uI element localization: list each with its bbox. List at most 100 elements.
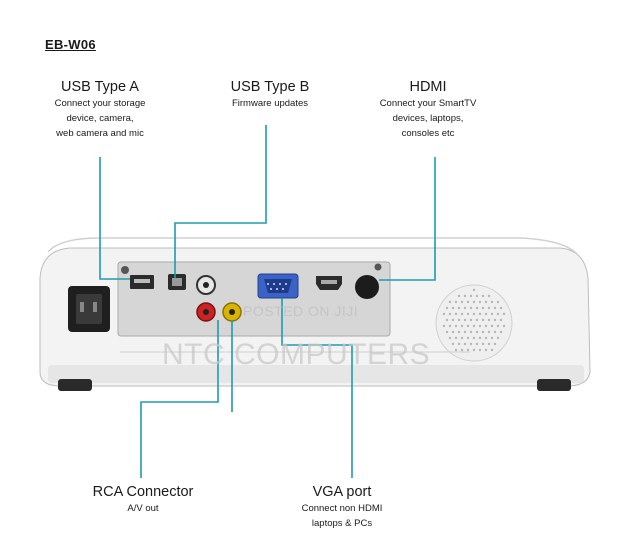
grille-hole <box>502 324 506 328</box>
grille-hole <box>469 306 473 310</box>
grille-hole <box>445 318 449 322</box>
callout-desc-line: Connect non HDMI <box>301 503 383 514</box>
leader-rca-a <box>140 320 219 478</box>
grille-hole <box>463 318 467 322</box>
grille-hole <box>499 306 503 310</box>
grille-hole <box>493 342 497 346</box>
grille-hole <box>442 312 446 316</box>
callout-desc-line: laptops & PCs <box>311 518 373 529</box>
grille-hole <box>484 348 488 352</box>
grille-hole <box>475 342 479 346</box>
grille-hole <box>457 318 461 322</box>
grille-hole <box>445 330 449 334</box>
grille-hole <box>475 330 479 334</box>
grille-hole <box>490 336 494 340</box>
grille-hole <box>496 300 500 304</box>
grille-hole <box>487 306 491 310</box>
hdmi-port <box>316 276 342 290</box>
foot-left <box>58 379 92 391</box>
callout-usb-type-b: USB Type B Firmware updates <box>210 78 330 111</box>
grille-hole <box>490 300 494 304</box>
model-label: EB-W06 <box>45 37 96 52</box>
grille-hole <box>460 336 464 340</box>
grille-hole <box>487 318 491 322</box>
grille-hole <box>490 312 494 316</box>
audio-jack <box>196 275 216 295</box>
grille-hole <box>454 312 458 316</box>
grille-hole <box>496 336 500 340</box>
callout-vga-port: VGA port Connect non HDMI laptops & PCs <box>272 483 412 531</box>
grille-hole <box>463 306 467 310</box>
callout-desc-line: web camera and mic <box>56 128 144 139</box>
grille-hole <box>472 348 476 352</box>
usb-type-a-port <box>121 266 154 289</box>
grille-hole <box>460 324 464 328</box>
grille-hole <box>472 312 476 316</box>
grille-hole <box>463 342 467 346</box>
grille-hole <box>475 294 479 298</box>
grille-hole <box>460 312 464 316</box>
callout-title: VGA port <box>312 484 372 500</box>
callout-title: USB Type A <box>61 79 139 95</box>
grille-hole <box>487 342 491 346</box>
power-inlet <box>68 286 110 332</box>
leader-usb-b <box>174 125 267 278</box>
callout-desc-line: Connect your SmartTV <box>379 98 477 109</box>
grille-hole <box>451 318 455 322</box>
grille-hole <box>478 348 482 352</box>
grille-hole <box>475 306 479 310</box>
grille-hole <box>457 294 461 298</box>
grille-hole <box>496 312 500 316</box>
grille-hole <box>496 324 500 328</box>
grille-hole <box>490 348 494 352</box>
grille-hole <box>472 336 476 340</box>
grille-hole <box>487 294 491 298</box>
grille-hole <box>460 300 464 304</box>
grille-hole <box>454 348 458 352</box>
grille-hole <box>484 300 488 304</box>
grille-hole <box>484 336 488 340</box>
grille-hole <box>457 330 461 334</box>
grille-hole <box>454 336 458 340</box>
grille-hole <box>457 342 461 346</box>
grille-hole <box>472 300 476 304</box>
callout-title: HDMI <box>409 79 447 95</box>
grille-hole <box>481 306 485 310</box>
callout-desc-line: A/V out <box>127 503 159 514</box>
screw <box>374 263 382 271</box>
rca-connector-yellow <box>222 302 242 322</box>
grille-hole <box>487 330 491 334</box>
grille-hole <box>481 342 485 346</box>
grille-hole <box>451 342 455 346</box>
grille-hole <box>454 300 458 304</box>
rca-connector-red <box>196 302 216 322</box>
grille-hole <box>475 318 479 322</box>
grille-hole <box>484 324 488 328</box>
grille-hole <box>481 294 485 298</box>
grille-hole <box>499 318 503 322</box>
grille-hole <box>493 318 497 322</box>
grille-hole <box>448 336 452 340</box>
grille-hole <box>463 330 467 334</box>
grille-hole <box>451 330 455 334</box>
leader-usb-a <box>99 157 130 280</box>
grille-hole <box>469 330 473 334</box>
connector-panel <box>117 261 391 337</box>
grille-hole <box>490 324 494 328</box>
grille-hole <box>466 312 470 316</box>
grille-hole <box>463 294 467 298</box>
grille-hole <box>466 324 470 328</box>
grille-hole <box>499 330 503 334</box>
grille-hole <box>466 348 470 352</box>
watermark-posted: POSTED ON JIJI <box>243 303 359 319</box>
watermark-ntc: NTC COMPUTERS <box>162 338 431 371</box>
foot-right <box>537 379 571 391</box>
grille-hole <box>466 300 470 304</box>
grille-hole <box>469 318 473 322</box>
grille-hole <box>442 324 446 328</box>
grille-hole <box>493 306 497 310</box>
grille-hole <box>448 324 452 328</box>
callout-title: USB Type B <box>230 79 310 95</box>
callout-desc-line: device, camera, <box>66 113 134 124</box>
usb-type-b-port <box>168 274 186 290</box>
